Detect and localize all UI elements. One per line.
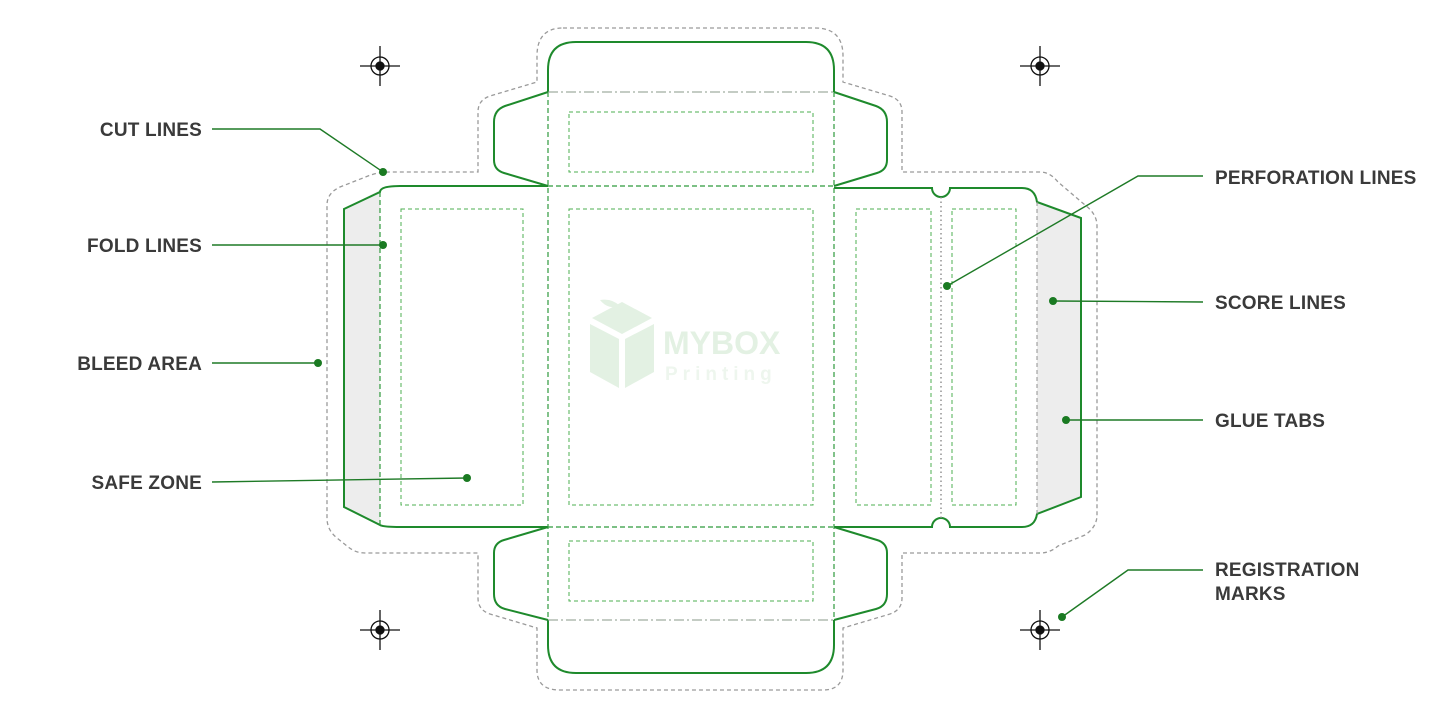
safe-zone-top-lid	[568, 111, 814, 173]
dot-registration-marks	[1058, 613, 1066, 621]
cut-line-top-lid	[547, 41, 835, 92]
leader-perforation-lines	[946, 175, 1203, 287]
leader-registration-marks	[1061, 569, 1203, 618]
glue-tab-right	[1037, 202, 1081, 514]
watermark-sub: Printing	[665, 364, 777, 385]
dot-score-lines	[1049, 297, 1057, 305]
cut-line-bottom-lid	[547, 620, 835, 674]
label-glue-tabs: GLUE TABS	[1215, 411, 1325, 432]
label-registration-marks-line2: MARKS	[1215, 584, 1286, 605]
watermark-brand: MYBOX	[663, 325, 781, 361]
leader-lines	[211, 128, 1204, 618]
leader-dots	[314, 168, 1070, 621]
label-registration-marks-line1: REGISTRATION	[1215, 560, 1360, 581]
glue-tab-left	[344, 190, 380, 526]
cut-line-bottom-right-flap	[833, 526, 888, 621]
registration-mark-bottom-left	[360, 610, 400, 650]
label-safe-zone: SAFE ZONE	[91, 473, 202, 494]
leader-safe-zone	[211, 477, 468, 483]
cut-line-top-left-flap	[493, 91, 549, 187]
registration-mark-top-right	[1020, 46, 1060, 86]
dot-fold-lines	[379, 241, 387, 249]
safe-zone-bottom-lid	[568, 540, 814, 602]
leader-score-lines	[1052, 300, 1204, 303]
label-score-lines: SCORE LINES	[1215, 293, 1346, 314]
cut-line-left-panel	[343, 185, 548, 528]
cut-line-right-panel	[834, 187, 1082, 528]
cut-line-bottom-left-flap	[493, 526, 549, 621]
dot-glue-tabs	[1062, 416, 1070, 424]
label-cut-lines: CUT LINES	[100, 120, 202, 141]
dot-cut-lines	[379, 168, 387, 176]
cut-line-top-right-flap	[833, 91, 888, 187]
bleed-outline	[326, 27, 1098, 691]
safe-zone-group	[400, 111, 1017, 602]
lid-fold-lines	[548, 91, 834, 621]
registration-marks	[360, 46, 1060, 650]
safe-zone-center	[568, 208, 814, 506]
label-bleed-area: BLEED AREA	[77, 354, 202, 375]
safe-zone-right-a	[855, 208, 932, 506]
cube-logo-icon	[590, 299, 654, 388]
safe-zone-left	[400, 208, 524, 506]
label-fold-lines: FOLD LINES	[87, 236, 202, 257]
cut-line-group	[343, 41, 1082, 674]
leader-cut-lines	[212, 128, 384, 173]
dot-safe-zone	[463, 474, 471, 482]
safe-zone-right-b	[951, 208, 1017, 506]
registration-mark-top-left	[360, 46, 400, 86]
dot-perforation-lines	[943, 282, 951, 290]
label-perforation-lines: PERFORATION LINES	[1215, 168, 1417, 189]
watermark: MYBOX Printing	[590, 299, 781, 388]
dot-bleed-area	[314, 359, 322, 367]
registration-mark-bottom-right	[1020, 610, 1060, 650]
fold-line-group	[379, 92, 835, 620]
